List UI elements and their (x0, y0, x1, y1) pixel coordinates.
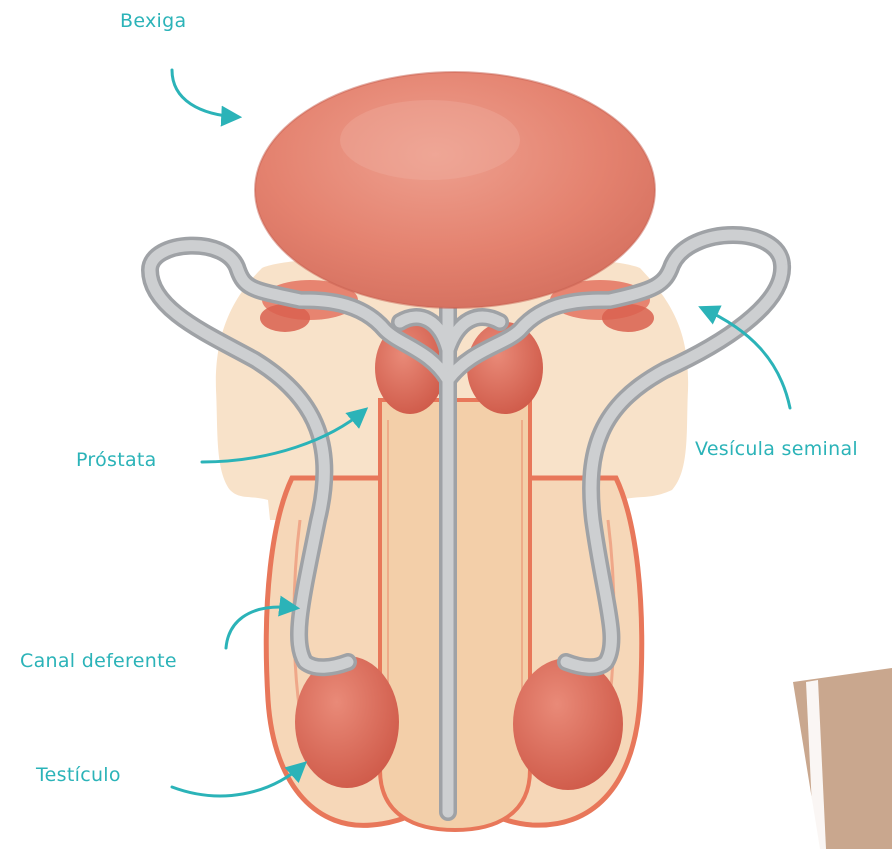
prostate-label: Próstata (76, 449, 157, 471)
bladder-label: Bexiga (120, 10, 186, 32)
bladder-arrow (172, 70, 238, 117)
vas-deferens-label: Canal deferente (20, 650, 177, 672)
testicle-label: Testículo (36, 764, 121, 786)
side-paper-shape (793, 668, 892, 849)
seminal-vesicle-label: Vesícula seminal (695, 438, 858, 460)
bladder (255, 72, 655, 308)
